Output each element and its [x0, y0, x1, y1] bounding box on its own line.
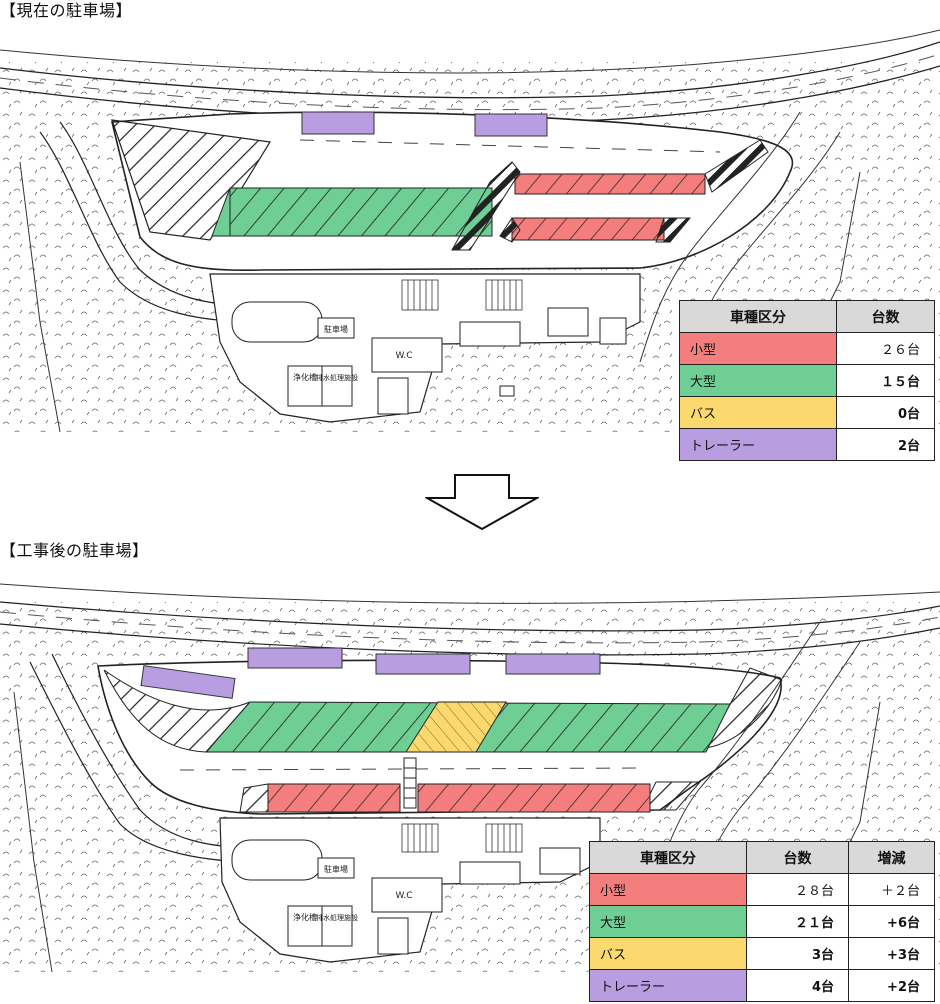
header-count: 台数	[746, 841, 849, 874]
legend-table-current: 車種区分 台数 小型 ２６台 大型 １５台 バス 0台 トレーラー 2台	[679, 300, 935, 461]
change-large: +6台	[848, 905, 935, 938]
map-label-septic: 浄化槽	[293, 372, 317, 382]
change-small: ＋２台	[848, 873, 935, 906]
table-row: 小型 ２６台	[679, 332, 935, 365]
count-bus: 0台	[836, 396, 935, 429]
legend-table-after: 車種区分 台数 増減 小型 ２８台 ＋２台 大型 ２１台 +6台 バス 3台 +…	[589, 841, 935, 1002]
map-label-drainage-after: 排水処理施設	[316, 913, 358, 922]
change-trailer: +2台	[848, 969, 935, 1002]
map-label-parking-after: 駐車場	[324, 864, 348, 874]
down-arrow-icon	[425, 474, 539, 530]
category-bus: バス	[589, 937, 747, 970]
title-after-construction: 【工事後の駐車場】	[0, 541, 149, 560]
table-row: 大型 ２１台 +6台	[589, 905, 935, 938]
header-vehicle-category: 車種区分	[679, 300, 837, 333]
header-vehicle-category: 車種区分	[589, 841, 747, 874]
count-small: ２６台	[836, 332, 935, 365]
table-row: 小型 ２８台 ＋２台	[589, 873, 935, 906]
category-bus: バス	[679, 396, 837, 429]
map-current-parking: 駐車場 W.C 浄化槽 排水処理施設	[0, 22, 940, 432]
table-row: トレーラー 4台 +2台	[589, 969, 935, 1002]
table-row: バス 0台	[679, 396, 935, 429]
category-trailer: トレーラー	[589, 969, 747, 1002]
header-change: 増減	[848, 841, 935, 874]
category-trailer: トレーラー	[679, 428, 837, 461]
map-label-wc-after: W.C	[395, 891, 412, 901]
count-bus: 3台	[746, 937, 849, 970]
title-current-parking: 【現在の駐車場】	[0, 1, 133, 20]
count-trailer: 2台	[836, 428, 935, 461]
map-label-wc: W.C	[395, 351, 412, 361]
count-large: １５台	[836, 364, 935, 397]
count-trailer: 4台	[746, 969, 849, 1002]
table-row: トレーラー 2台	[679, 428, 935, 461]
map-label-septic-after: 浄化槽	[293, 912, 317, 922]
table-row: 大型 １５台	[679, 364, 935, 397]
count-small: ２８台	[746, 873, 849, 906]
table-row: バス 3台 +3台	[589, 937, 935, 970]
category-large: 大型	[679, 364, 837, 397]
map-label-parking: 駐車場	[324, 324, 348, 334]
count-large: ２１台	[746, 905, 849, 938]
category-small: 小型	[589, 873, 747, 906]
category-large: 大型	[589, 905, 747, 938]
category-small: 小型	[679, 332, 837, 365]
map-label-drainage: 排水処理施設	[316, 373, 358, 382]
header-count: 台数	[836, 300, 935, 333]
change-bus: +3台	[848, 937, 935, 970]
